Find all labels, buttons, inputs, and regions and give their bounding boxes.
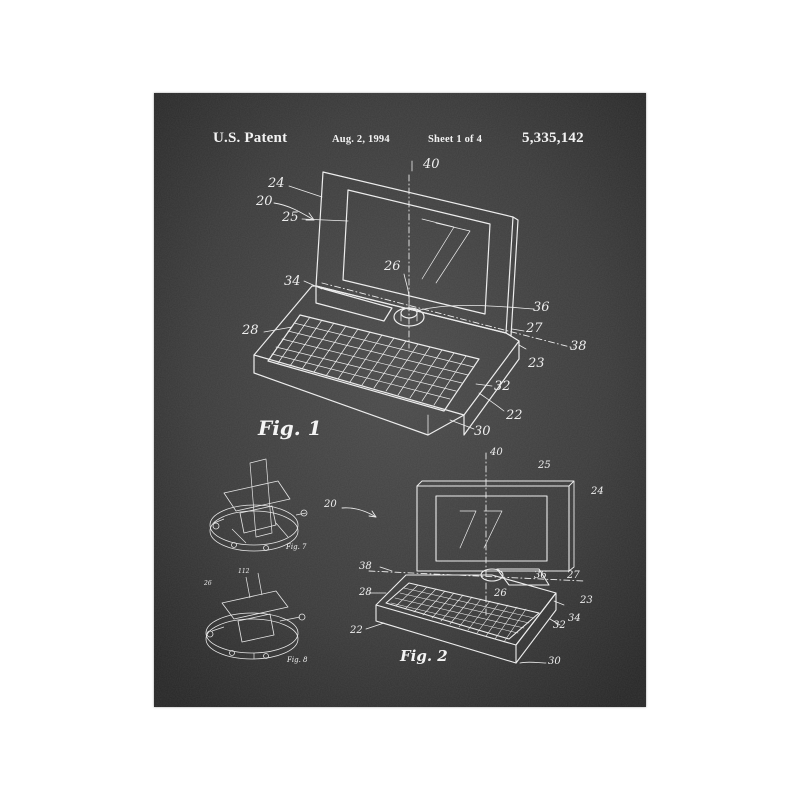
fig1-ref: 40 xyxy=(423,157,440,172)
fig1-ref: 23 xyxy=(528,356,545,371)
fig1-ref: 26 xyxy=(384,259,401,274)
fig1-ref: 24 xyxy=(268,176,285,191)
patent-number: 5,335,142 xyxy=(522,130,584,146)
fig1-ref: 34 xyxy=(284,274,301,289)
sheet-label: Sheet 1 of 4 xyxy=(428,134,483,145)
fig7-drawing xyxy=(209,458,308,552)
fig1-base-front xyxy=(253,354,465,436)
fig8-drawing xyxy=(205,572,306,660)
fig2-screen xyxy=(435,495,548,562)
fig1-ref: 22 xyxy=(506,408,523,423)
fig2-ref: 28 xyxy=(359,587,372,598)
fig1-keys xyxy=(271,316,475,406)
fig2-ref: 34 xyxy=(568,613,581,624)
fig2-ref: 24 xyxy=(591,486,604,497)
fig1-ref: 32 xyxy=(494,379,511,394)
fig2-keys xyxy=(390,584,535,643)
fig2-ref: 38 xyxy=(359,561,372,572)
fig1-screen xyxy=(342,189,491,315)
fig2-ref: 30 xyxy=(548,656,561,667)
fig2-base-front xyxy=(375,604,517,664)
fig1-screen-glare xyxy=(421,218,471,284)
fig1-ref: 28 xyxy=(242,323,259,338)
fig8-ref: 26 xyxy=(204,580,212,587)
fig8-ref: 112 xyxy=(238,568,250,575)
fig2-keyboard xyxy=(385,582,540,640)
fig1-ref: 30 xyxy=(474,424,491,439)
fig2-ref: 36 xyxy=(534,570,547,581)
fig1-ref: 25 xyxy=(282,210,299,225)
fig2-label: Fig. 2 xyxy=(400,647,448,665)
fig1-horizontal-axis-38 xyxy=(321,282,575,349)
fig2-ref: 40 xyxy=(490,447,503,458)
fig1-ref: 20 xyxy=(256,194,273,209)
patent-poster: U.S. Patent Aug. 2, 1994 Sheet 1 of 4 5,… xyxy=(154,93,646,707)
fig2-ref: 22 xyxy=(350,625,363,636)
fig1-hinge-block xyxy=(315,285,393,322)
fig2-ref: 23 xyxy=(580,595,593,606)
fig7-label: Fig. 7 xyxy=(286,543,307,551)
fig2-ref: 26 xyxy=(494,588,507,599)
patent-date: Aug. 2, 1994 xyxy=(332,134,390,145)
fig2-drawing xyxy=(341,452,585,664)
fig2-horizontal-axis-38 xyxy=(368,570,585,582)
fig2-ref: 27 xyxy=(567,570,580,581)
fig1-ref: 27 xyxy=(526,321,543,336)
fig2-ref: 20 xyxy=(324,499,337,510)
fig8-label: Fig. 8 xyxy=(287,656,308,664)
fig2-ref: 32 xyxy=(553,620,566,631)
patent-assignee-label: U.S. Patent xyxy=(213,130,288,146)
fig2-ref: 25 xyxy=(538,460,551,471)
fig1-label: Fig. 1 xyxy=(258,416,322,440)
fig1-ref: 38 xyxy=(570,339,587,354)
fig1-drawing xyxy=(253,160,575,436)
fig1-ref: 36 xyxy=(533,300,550,315)
patent-drawing xyxy=(154,93,646,707)
fig1-keyboard xyxy=(267,314,480,412)
